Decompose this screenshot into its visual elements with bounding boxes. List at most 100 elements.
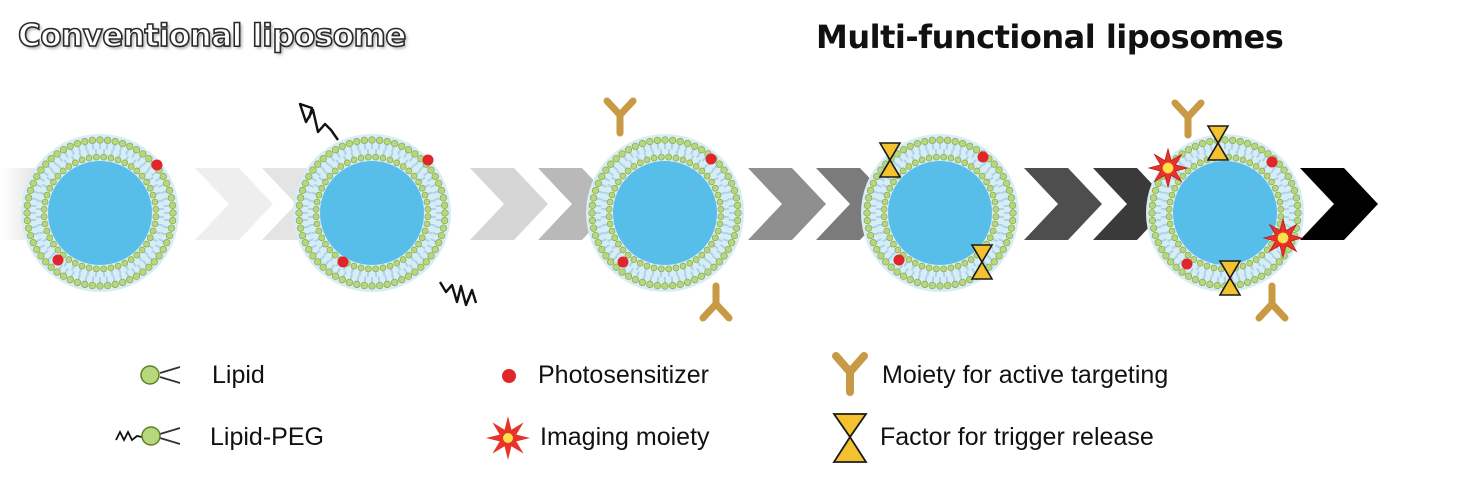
lipid-head bbox=[296, 224, 305, 232]
lipid-head bbox=[318, 184, 326, 192]
legend-label-imaging-moiety: Imaging moiety bbox=[540, 423, 710, 451]
lipid-head bbox=[73, 278, 82, 287]
lipid-head bbox=[691, 142, 699, 150]
lipid-head bbox=[314, 160, 322, 168]
lipid-head bbox=[864, 194, 873, 202]
lipid-head bbox=[343, 159, 351, 167]
lipid-head bbox=[163, 179, 171, 187]
lipid-head bbox=[151, 220, 159, 228]
lipid-head bbox=[679, 262, 687, 270]
lipid-head bbox=[111, 280, 119, 289]
lipid-icon-tail bbox=[159, 366, 181, 374]
photosensitizer-dot bbox=[893, 254, 905, 266]
lipid-head bbox=[88, 282, 96, 290]
lipid-head bbox=[1149, 224, 1158, 232]
lipid-head bbox=[881, 220, 889, 228]
trigger-bottom bbox=[878, 158, 902, 178]
lipid-head bbox=[23, 217, 31, 225]
lipid-head bbox=[337, 163, 345, 170]
lipid-head bbox=[1009, 201, 1017, 209]
imaging-center bbox=[1277, 232, 1289, 244]
lipid-head bbox=[47, 155, 55, 163]
lipid-head bbox=[1258, 251, 1266, 259]
lipid-head bbox=[1196, 259, 1204, 267]
lipid-head bbox=[905, 256, 913, 263]
lipid-head bbox=[646, 137, 654, 146]
lipid-head bbox=[133, 167, 141, 175]
lipid-head bbox=[424, 206, 432, 213]
photosensitizer-dot bbox=[617, 256, 629, 268]
lipid-head bbox=[995, 252, 1003, 260]
lipid-head bbox=[589, 194, 598, 202]
lipid-head bbox=[591, 186, 600, 195]
lipid-head bbox=[1184, 146, 1193, 154]
lipid-head bbox=[880, 206, 888, 213]
lipid-head bbox=[41, 198, 49, 206]
lipid-head bbox=[606, 198, 614, 206]
lipid-head bbox=[991, 220, 999, 228]
lipid-head bbox=[720, 252, 728, 260]
lipid-head bbox=[37, 166, 45, 174]
lipid-head bbox=[121, 259, 129, 267]
lipid-head bbox=[1277, 213, 1285, 220]
lipid-head bbox=[47, 263, 55, 271]
trigger-top bbox=[878, 142, 902, 162]
targeting-arm bbox=[616, 97, 637, 119]
lipid-head bbox=[594, 239, 602, 247]
lipid-head bbox=[1168, 227, 1176, 235]
lipid-head bbox=[947, 154, 955, 162]
lipid-head bbox=[887, 263, 895, 271]
lipid-head bbox=[1252, 163, 1260, 170]
lipid-head bbox=[423, 220, 431, 228]
lipid-head bbox=[437, 231, 446, 240]
lipid-head bbox=[1166, 220, 1174, 228]
lipid-head bbox=[357, 264, 365, 272]
lipid-head bbox=[345, 139, 354, 148]
lipid-head bbox=[1236, 137, 1244, 146]
lipid-head bbox=[692, 256, 700, 263]
lipid-head bbox=[54, 172, 62, 180]
lipid-head bbox=[631, 142, 639, 150]
lipid-head bbox=[697, 272, 706, 280]
trigger-bottom bbox=[970, 260, 994, 280]
lipid-head bbox=[692, 163, 700, 170]
lipid-head bbox=[439, 194, 448, 202]
lipid-head bbox=[138, 172, 146, 180]
lipid-head bbox=[146, 184, 154, 192]
lipid-head bbox=[295, 201, 303, 209]
imaging-moiety bbox=[1147, 147, 1189, 189]
lipid-head bbox=[650, 264, 658, 272]
lipid-head bbox=[607, 160, 615, 168]
trigger-icon-top bbox=[832, 413, 868, 439]
lipid-head bbox=[999, 172, 1007, 181]
lipid-head bbox=[619, 246, 627, 254]
lipid-head bbox=[152, 213, 160, 220]
lipid-head bbox=[421, 191, 429, 199]
lipid-head bbox=[155, 252, 163, 260]
lipid-head bbox=[353, 280, 361, 289]
lipid-head bbox=[708, 240, 715, 248]
lipid-head bbox=[85, 264, 93, 272]
lipid-head bbox=[1243, 139, 1252, 148]
lipid-head bbox=[866, 231, 875, 240]
lipid-head bbox=[1003, 239, 1011, 247]
lipid-head bbox=[1179, 246, 1187, 254]
lipid-head bbox=[1236, 280, 1244, 289]
lipid-head bbox=[608, 191, 616, 199]
lipid-head bbox=[936, 136, 944, 144]
lipid-head bbox=[732, 194, 741, 202]
lipid-head bbox=[676, 280, 684, 289]
lipid-head bbox=[1198, 278, 1207, 287]
lipid-head bbox=[624, 251, 632, 259]
lipid-head bbox=[618, 268, 626, 276]
lipid-head bbox=[703, 246, 711, 254]
lipid-head bbox=[365, 265, 372, 273]
lipid-head bbox=[954, 156, 962, 164]
targeting-icon-arm bbox=[846, 352, 868, 376]
lipid-head bbox=[404, 272, 413, 280]
lipid-head bbox=[683, 278, 692, 287]
lipid-head bbox=[298, 231, 307, 240]
lipid-head bbox=[1003, 179, 1011, 187]
lipid-head bbox=[940, 153, 947, 161]
